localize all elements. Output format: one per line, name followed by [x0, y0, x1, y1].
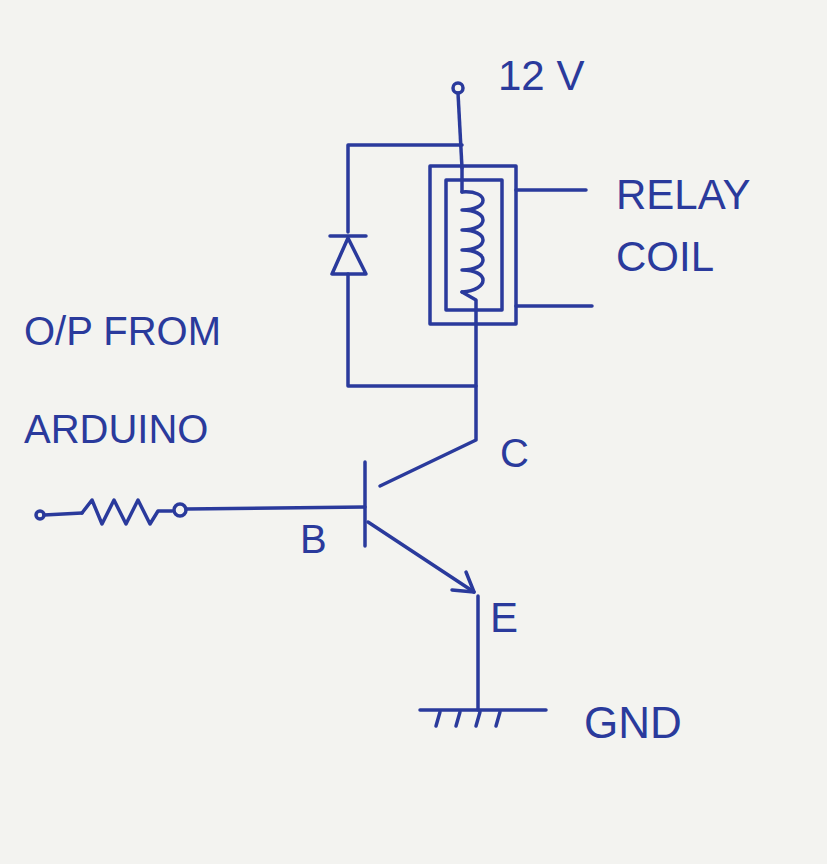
diode-wire: [348, 274, 476, 386]
pin-label: B: [300, 516, 350, 562]
ground-wire: [476, 596, 480, 710]
collector-wire: [380, 324, 476, 486]
base-wire: [186, 507, 365, 509]
diode-symbol: [330, 236, 366, 274]
relay-housing: [446, 180, 502, 310]
supply-wire: [458, 93, 462, 168]
component-label: RELAY COIL: [616, 164, 786, 288]
resistor-symbol: [82, 500, 172, 524]
ground-symbol: [420, 710, 546, 726]
voltage-label: 12 V: [498, 52, 638, 100]
emitter-wire: [368, 522, 474, 592]
emitter-arrow: [452, 572, 474, 592]
relay-contact-wire: [516, 304, 592, 308]
input-wire: [44, 513, 82, 515]
relay-contact-wire: [516, 188, 586, 192]
transistor-base: [363, 462, 367, 546]
pin-label: E: [490, 594, 540, 642]
pin-label: C: [500, 430, 550, 476]
relay-coil-symbol: [462, 168, 483, 324]
ground-label: GND: [584, 698, 744, 748]
resistor-terminal: [174, 504, 186, 516]
relay-housing: [430, 166, 516, 324]
signal-label: O/P FROM ARDUINO: [24, 282, 274, 478]
